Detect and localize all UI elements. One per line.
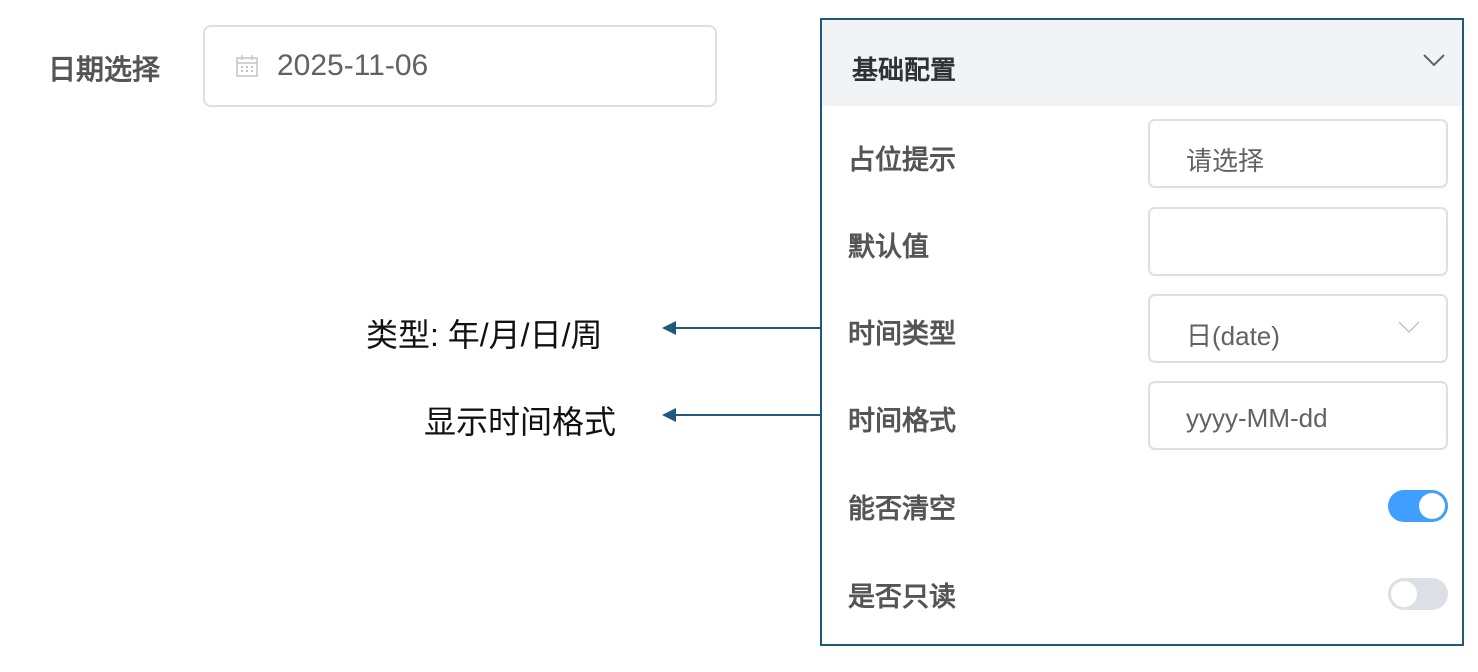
default-value-label: 默认值 — [848, 232, 929, 262]
arrow-head-icon — [662, 408, 676, 422]
panel-title: 基础配置 — [852, 55, 957, 85]
time-type-select[interactable]: 日(date) — [1148, 294, 1448, 363]
date-value: 2025-11-06 — [277, 49, 429, 82]
annotation-arrow-line — [672, 414, 820, 416]
placeholder-input[interactable]: 请选择 — [1148, 119, 1448, 188]
readonly-switch[interactable] — [1388, 578, 1448, 610]
type-annotation: 类型: 年/月/日/周 — [366, 317, 603, 353]
readonly-label: 是否只读 — [848, 582, 956, 612]
clearable-label: 能否清空 — [848, 494, 956, 524]
placeholder-label: 占位提示 — [848, 145, 956, 175]
chevron-down-icon — [1398, 321, 1420, 334]
date-field-label: 日期选择 — [48, 54, 161, 85]
clearable-switch[interactable] — [1388, 490, 1448, 522]
date-picker-input[interactable]: 2025-11-06 — [203, 25, 717, 107]
panel-header[interactable]: 基础配置 — [822, 20, 1462, 106]
time-format-input[interactable]: yyyy-MM-dd — [1148, 381, 1448, 450]
annotation-arrow-line — [672, 327, 820, 329]
format-annotation: 显示时间格式 — [424, 404, 617, 440]
time-format-label: 时间格式 — [848, 406, 956, 436]
default-value-input[interactable] — [1148, 207, 1448, 276]
arrow-head-icon — [662, 321, 676, 335]
config-panel: 基础配置 占位提示 请选择 默认值 时间类型 日(date) 时间格式 yyyy… — [820, 18, 1464, 646]
time-type-label: 时间类型 — [848, 319, 956, 349]
chevron-down-icon[interactable] — [1422, 52, 1446, 68]
calendar-icon — [236, 55, 258, 77]
time-type-value: 日(date) — [1186, 321, 1280, 351]
